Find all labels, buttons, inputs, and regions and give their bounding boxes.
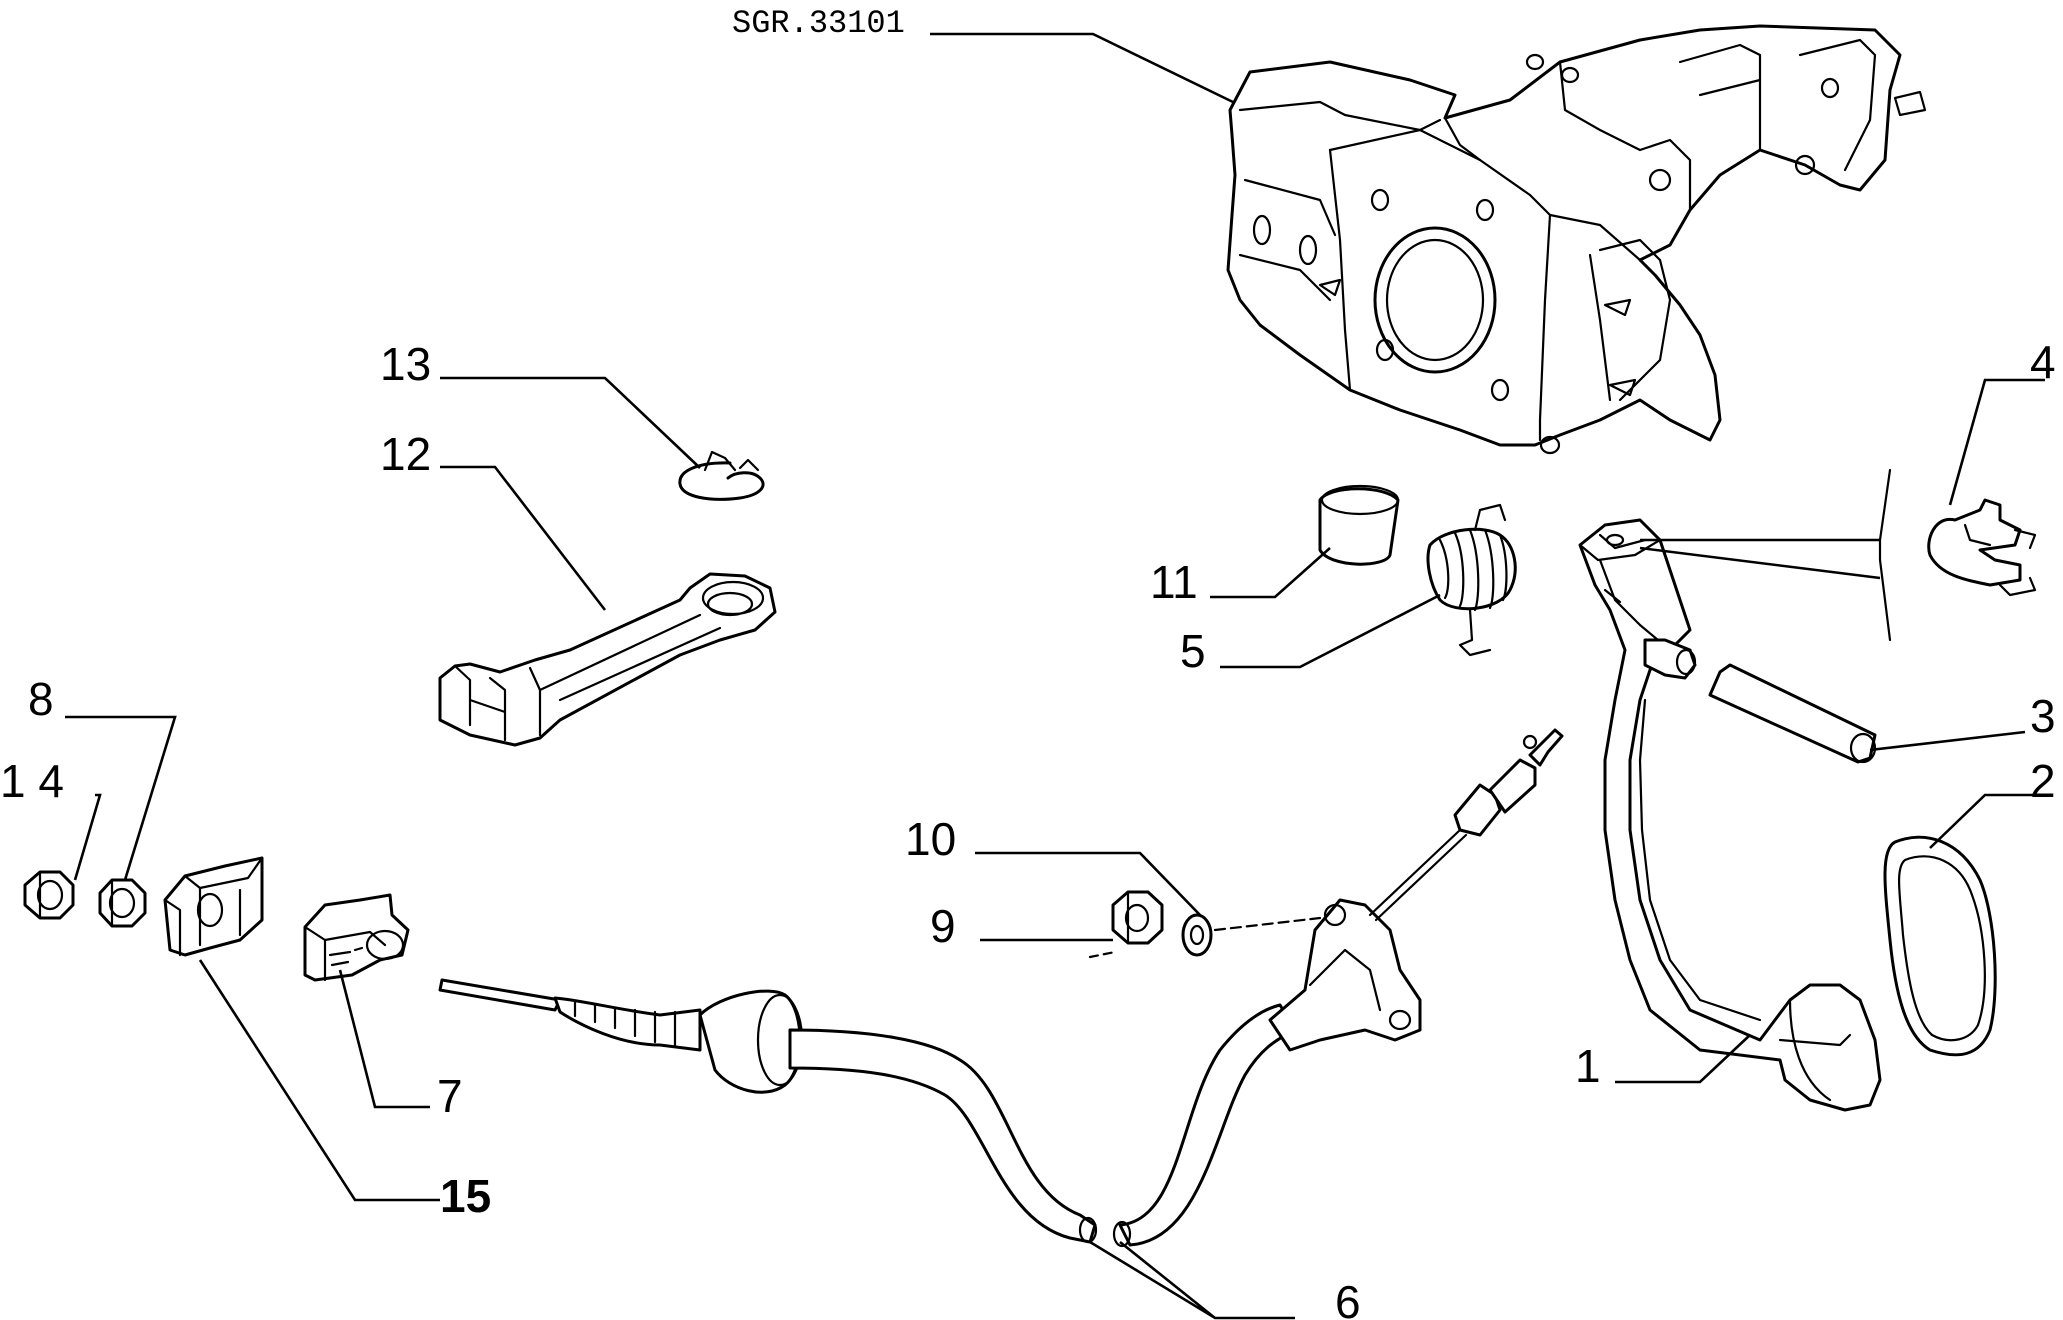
callout-7: 7 (437, 1070, 463, 1122)
callout-13: 13 (380, 338, 431, 390)
part-4-clip (1927, 498, 2037, 597)
part-10-washer (1181, 913, 1213, 957)
part-3-pivot-pin (1708, 663, 1877, 764)
part-5-return-spring (1426, 503, 1517, 657)
part-7-cable-bush (303, 893, 410, 982)
callout-1: 1 (1575, 1040, 1601, 1092)
callout-10: 10 (905, 813, 956, 865)
callout-12: 12 (380, 428, 431, 480)
reference-code: SGR.33101 (732, 5, 905, 42)
part-2-pedal-pad (1883, 835, 1997, 1057)
callout-14: 1 4 (0, 755, 64, 807)
part-8-nut (98, 878, 147, 928)
callout-5: 5 (1180, 625, 1206, 677)
part-12-clutch-lever (438, 572, 777, 747)
callout-6: 6 (1335, 1276, 1361, 1320)
callout-3: 3 (2030, 690, 2056, 742)
part-9-nut (1111, 890, 1164, 945)
part-11-pivot-bush (1318, 484, 1400, 566)
callout-9: 9 (930, 900, 956, 952)
reference-leader (930, 32, 1236, 105)
callout-15: 15 (440, 1170, 491, 1222)
part-1-clutch-pedal (1578, 518, 1882, 1112)
leader-lines (65, 376, 2045, 1320)
part-14-nut (23, 870, 75, 920)
part-13-retaining-clip (678, 450, 765, 501)
callout-4: 4 (2030, 336, 2056, 388)
part-6-clutch-cable (438, 728, 1564, 1248)
callout-11: 11 (1150, 556, 1198, 608)
callout-2: 2 (2030, 755, 2056, 807)
callout-8: 8 (28, 673, 54, 725)
pedal-bracket (1226, 24, 1927, 455)
part-15-cable-bracket (163, 856, 264, 957)
pedal-assembly-guide (1878, 468, 1892, 642)
